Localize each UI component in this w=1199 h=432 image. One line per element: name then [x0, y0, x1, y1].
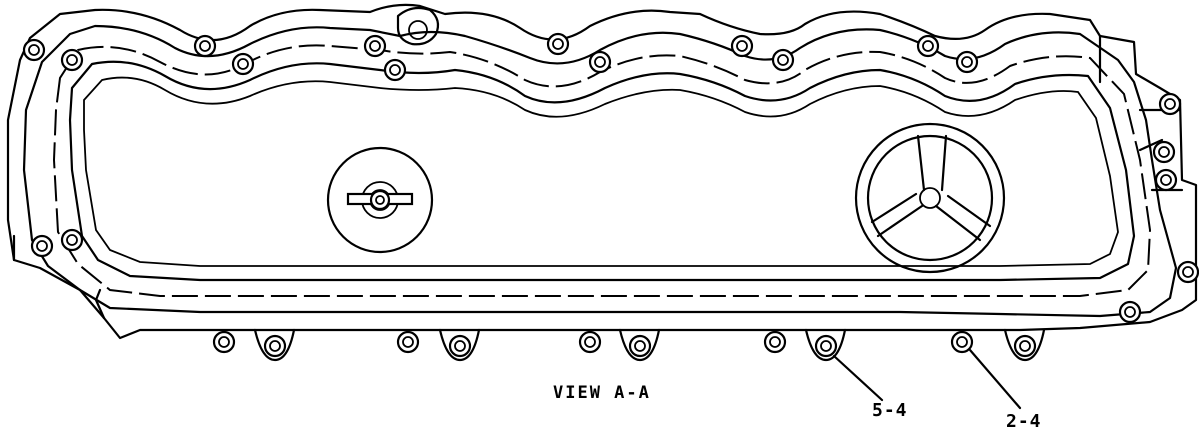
- bolt: [916, 34, 940, 58]
- bolt: [193, 34, 217, 58]
- gasket-inner-line: [68, 60, 1136, 282]
- bolt: [1013, 334, 1037, 358]
- callout-5-4: 5-4: [872, 400, 908, 421]
- bolt: [383, 58, 407, 82]
- bolt: [1152, 140, 1176, 164]
- bolt: [588, 50, 612, 74]
- bolt: [1154, 168, 1178, 192]
- bolt: [60, 48, 84, 72]
- bolt: [628, 334, 652, 358]
- lower-lugs: [253, 328, 1046, 362]
- bolt: [263, 334, 287, 358]
- flange-outline: [22, 24, 1178, 318]
- bolts: [22, 32, 1199, 358]
- bolt: [1158, 92, 1182, 116]
- bolt: [212, 330, 236, 354]
- left-lower-lug: [12, 234, 106, 320]
- oil-filler-cap: [326, 146, 434, 254]
- breather-cap: [854, 122, 1006, 274]
- bolt: [231, 52, 255, 76]
- callout-2-4: 2-4: [1006, 411, 1042, 432]
- bolt: [578, 330, 602, 354]
- bolt: [363, 34, 387, 58]
- right-bracket: [1098, 34, 1184, 192]
- bolt: [1176, 260, 1199, 284]
- bolt: [22, 38, 46, 62]
- top-boss: [396, 6, 440, 46]
- bolt: [814, 334, 838, 358]
- bolt: [730, 34, 754, 58]
- bolt: [546, 32, 570, 56]
- bolt: [950, 330, 974, 354]
- bolt: [955, 50, 979, 74]
- bolt: [30, 234, 54, 258]
- gasket-dashed-line: [52, 44, 1152, 297]
- cover-inner-edge: [83, 76, 1119, 267]
- cover-outline: [6, 3, 1198, 340]
- bolt: [60, 228, 84, 252]
- bolt: [1118, 300, 1142, 324]
- bolt: [763, 330, 787, 354]
- view-label: VIEW A-A: [553, 383, 651, 403]
- bolt: [396, 330, 420, 354]
- bolt: [448, 334, 472, 358]
- bolt: [771, 48, 795, 72]
- callout-5-4-leader: [832, 354, 884, 402]
- callout-2-4-leader: [968, 348, 1022, 410]
